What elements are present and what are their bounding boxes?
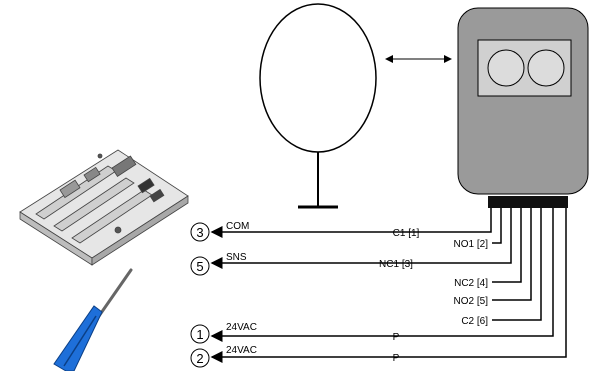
wire-label-c1: C1 [1]: [393, 228, 420, 239]
sensor-wires: [210, 208, 567, 363]
wire-label-nc1: NC1 [3]: [379, 259, 413, 270]
terminal-3: 3: [190, 222, 210, 242]
terminal-number-3: 3: [196, 225, 203, 240]
terminal-5: 5: [190, 256, 210, 276]
wire-label-c2: C2 [6]: [461, 316, 488, 327]
wire-label-no1: NO1 [2]: [454, 239, 489, 250]
terminal-2: 2: [190, 348, 210, 368]
screwdriver-icon: [53, 268, 133, 371]
photo-sensor: [457, 7, 589, 195]
control-board: [19, 149, 189, 266]
target-disc: [259, 3, 377, 209]
terminal-label-24vac-2: 24VAC: [226, 345, 257, 356]
wire-label-no2: NO2 [5]: [454, 296, 489, 307]
terminal-1: 1: [190, 324, 210, 344]
terminal-number-2: 2: [196, 351, 203, 366]
terminal-label-com: COM: [226, 221, 249, 232]
wire-label-p1: P: [393, 332, 400, 343]
terminal-label-24vac-1: 24VAC: [226, 322, 257, 333]
wire-label-p2: P: [393, 353, 400, 364]
terminal-label-sns: SNS: [226, 252, 247, 263]
wire-label-nc2: NC2 [4]: [454, 278, 488, 289]
terminal-number-5: 5: [196, 259, 203, 274]
terminal-number-1: 1: [196, 327, 203, 342]
sensor-connector: [488, 196, 568, 208]
